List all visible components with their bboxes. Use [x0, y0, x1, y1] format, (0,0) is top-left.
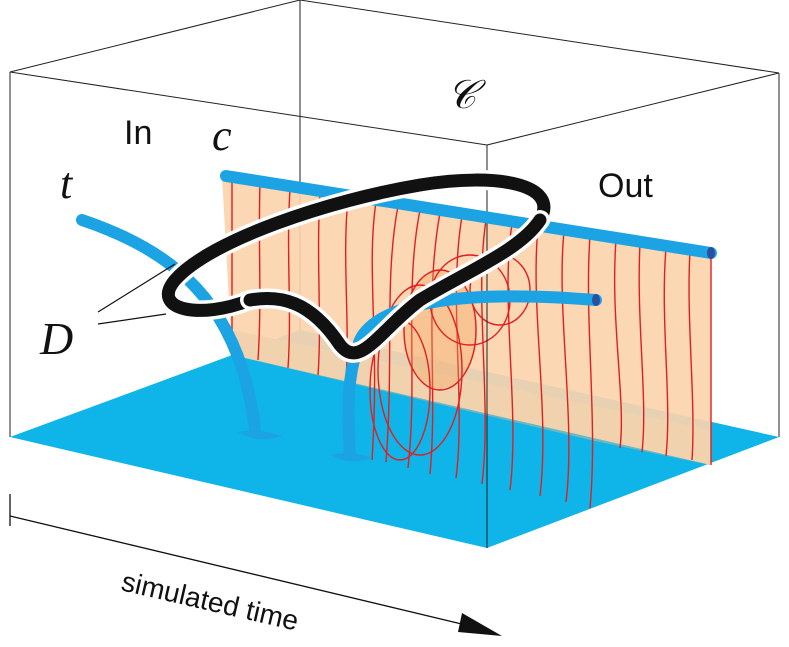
label-D: D: [39, 313, 73, 364]
label-out: Out: [598, 167, 653, 205]
label-in: In: [124, 114, 152, 152]
knot-D-front-inner: [243, 213, 547, 360]
arrow-right-icon: [458, 613, 502, 636]
floor-plane: [10, 330, 779, 548]
label-cal-c: 𝒞: [447, 72, 486, 117]
tube-t: [76, 214, 282, 440]
label-t: t: [60, 159, 74, 208]
label-simulated-time: simulated time: [119, 566, 302, 637]
D-pointers: [97, 263, 176, 325]
label-c: c: [212, 111, 232, 160]
knot-D-back-inner: [161, 173, 551, 317]
field-lines: [231, 180, 712, 509]
tube-front: [330, 290, 602, 462]
tube-c: [220, 170, 717, 259]
